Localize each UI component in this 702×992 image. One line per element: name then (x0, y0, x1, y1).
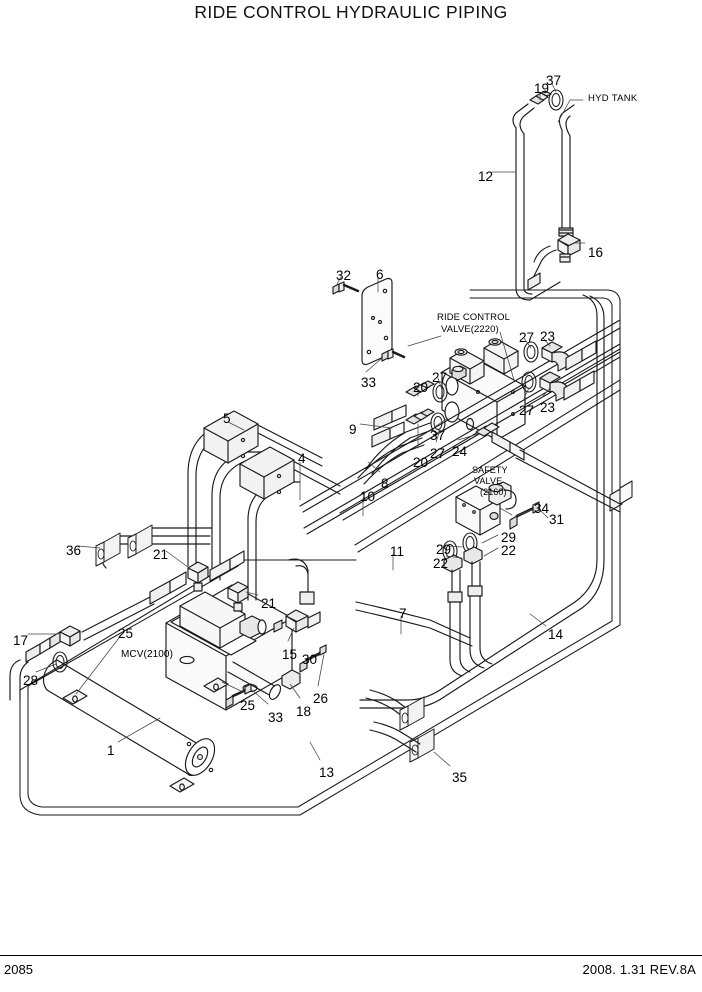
label-hyd-tank: HYD TANK (588, 93, 638, 104)
callout-11: 11 (390, 544, 405, 559)
callout-32: 32 (336, 268, 352, 283)
callout-31: 31 (549, 512, 565, 527)
callout-25: 25 (118, 626, 134, 641)
page-number: 2085 (4, 962, 33, 977)
footer-divider (0, 955, 702, 956)
revision-stamp: 2008. 1.31 REV.8A (582, 962, 696, 977)
callout-37: 37 (430, 428, 446, 443)
callout-23: 23 (540, 329, 556, 344)
callout-20: 20 (413, 380, 429, 395)
callout-27: 27 (519, 403, 535, 418)
callout-16: 16 (588, 245, 604, 260)
callout-17: 17 (13, 633, 29, 648)
callout-5: 5 (223, 411, 231, 426)
callout-7: 7 (399, 606, 407, 621)
callout-10: 10 (360, 489, 376, 504)
callout-34: 34 (534, 501, 550, 516)
callout-14: 14 (548, 627, 564, 642)
label-safety-valve-line3: (2160) (480, 487, 507, 497)
label-safety-valve-line2: VALVE (474, 476, 503, 486)
label-ride-control-valve-line2: VALVE(2220) (441, 324, 499, 335)
label-mcv: MCV(2100) (121, 649, 174, 660)
callout-27: 27 (519, 330, 535, 345)
callout-30: 30 (302, 652, 318, 667)
callout-33: 33 (361, 375, 377, 390)
callout-25: 25 (240, 698, 256, 713)
callout-1: 1 (107, 743, 115, 758)
callout-13: 13 (319, 765, 335, 780)
callout-23: 23 (540, 400, 556, 415)
callout-20: 20 (413, 455, 429, 470)
page-title: RIDE CONTROL HYDRAULIC PIPING (194, 2, 508, 22)
callout-24: 24 (452, 444, 468, 459)
callout-37: 37 (546, 73, 562, 88)
callout-29: 29 (436, 542, 452, 557)
callout-22: 22 (501, 543, 517, 558)
callout-33: 33 (268, 710, 284, 725)
callout-21: 21 (261, 596, 277, 611)
callout-26: 26 (313, 691, 329, 706)
callout-9: 9 (349, 422, 357, 437)
callout-28: 28 (23, 673, 39, 688)
label-ride-control-valve-line1: RIDE CONTROL (437, 312, 510, 323)
callout-29: 29 (501, 530, 517, 545)
callout-12: 12 (478, 169, 494, 184)
callout-19: 19 (534, 81, 550, 96)
callout-27: 27 (430, 446, 446, 461)
label-safety-valve-line1: SAFETY (472, 465, 508, 475)
callout-27: 27 (432, 370, 448, 385)
callout-6: 6 (376, 267, 384, 282)
callout-35: 35 (452, 770, 468, 785)
callout-18: 18 (296, 704, 312, 719)
callout-21: 21 (153, 547, 169, 562)
callout-8: 8 (381, 476, 389, 491)
callout-36: 36 (66, 543, 82, 558)
callout-4: 4 (298, 451, 306, 466)
callout-15: 15 (282, 647, 298, 662)
callout-22: 22 (433, 556, 449, 571)
